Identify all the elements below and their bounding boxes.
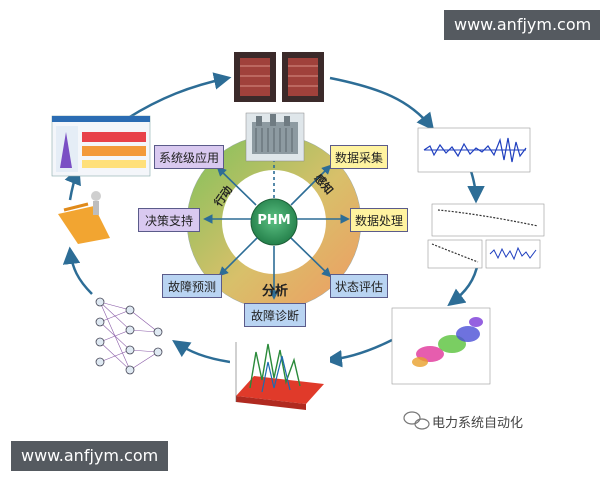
watermark-top: www.anfjym.com xyxy=(444,10,600,40)
scatter-cluster xyxy=(391,307,491,385)
spoke-prediction xyxy=(218,237,258,277)
arrow-bottom-left xyxy=(172,340,231,364)
spoke-collection xyxy=(290,164,332,206)
node-fault-prediction: 故障预测 xyxy=(162,274,222,298)
neural-network xyxy=(95,297,163,375)
decay-charts xyxy=(427,203,545,269)
brand-text: 电力系统自动化 xyxy=(432,416,524,431)
arrow-bottom-right xyxy=(324,338,393,368)
coil-photos xyxy=(234,52,324,102)
arrow-top-left xyxy=(127,72,232,120)
node-state-assessment: 状态评估 xyxy=(330,274,388,298)
phm-hub-label: PHM xyxy=(257,213,291,228)
phm-hub xyxy=(250,198,298,246)
node-fault-diagnosis: 故障诊断 xyxy=(244,303,306,327)
node-data-collection: 数据采集 xyxy=(330,145,388,169)
signal-waveform xyxy=(417,127,531,173)
watermark-bottom: www.anfjym.com xyxy=(11,441,169,471)
dashboard-screenshot xyxy=(51,115,151,177)
spectrum-3d-plot xyxy=(230,338,330,414)
arrow-left-up-1 xyxy=(62,246,93,295)
decision-figure xyxy=(58,191,110,244)
transformer-image xyxy=(245,112,305,162)
ring-label-analysis: 分析 xyxy=(262,284,289,299)
node-data-processing: 数据处理 xyxy=(350,208,408,232)
arrow-top-right xyxy=(329,76,435,131)
spoke-system xyxy=(216,166,257,206)
wechat-icon xyxy=(403,411,430,430)
hub-spokes xyxy=(203,150,350,300)
arrow-right-down-1 xyxy=(467,167,485,204)
spoke-state xyxy=(290,237,332,278)
node-system-application: 系统级应用 xyxy=(154,145,224,169)
node-decision-support: 决策支持 xyxy=(138,208,200,232)
